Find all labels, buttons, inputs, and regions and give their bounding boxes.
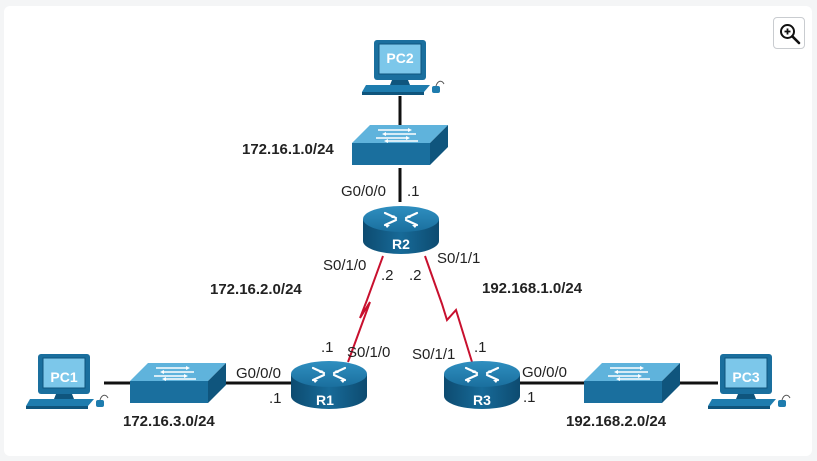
- switch-r1-lan: [129, 362, 227, 404]
- if-r2-s010: S0/1/0: [323, 257, 366, 274]
- if-r2-s010-host: .2: [381, 267, 394, 284]
- if-r2-g000-host: .1: [407, 183, 420, 200]
- if-r1-g000: G0/0/0: [236, 365, 281, 382]
- r1-label: R1: [316, 392, 334, 408]
- pc2-label: PC2: [386, 50, 413, 66]
- router-r1: R1: [289, 359, 369, 411]
- switch-r3-lan: [583, 362, 681, 404]
- if-r2-s011: S0/1/1: [437, 250, 480, 267]
- if-r1-s010: S0/1/0: [347, 344, 390, 361]
- net-lan-r3: 192.168.2.0/24: [566, 413, 667, 430]
- serial-r2-r3: [424, 255, 473, 363]
- ethernet-cables: [104, 96, 718, 385]
- pc1: PC1: [25, 353, 109, 410]
- zoom-in-icon: [780, 24, 801, 45]
- net-link-r2-r3: 192.168.1.0/24: [482, 280, 583, 297]
- zoom-in-button[interactable]: [773, 17, 805, 49]
- if-r3-g000-host: .1: [523, 389, 536, 406]
- r3-label: R3: [473, 392, 491, 408]
- pc3-label: PC3: [732, 369, 759, 385]
- serial-links: [347, 255, 473, 363]
- router-r3: R3: [442, 359, 522, 411]
- net-lan-r1: 172.16.3.0/24: [123, 413, 215, 430]
- if-r3-s011-host: .1: [474, 339, 487, 356]
- pc1-label: PC1: [50, 369, 77, 385]
- if-r2-g000: G0/0/0: [341, 183, 386, 200]
- net-lan-r2: 172.16.1.0/24: [242, 141, 334, 158]
- pc3: PC3: [707, 353, 791, 410]
- if-r3-g000: G0/0/0: [522, 364, 567, 381]
- pc2: PC2: [361, 39, 445, 96]
- switch-r2-lan: [351, 124, 449, 166]
- if-r1-s010-host: .1: [321, 339, 334, 356]
- if-r2-s011-host: .2: [409, 267, 422, 284]
- if-r1-g000-host: .1: [269, 390, 282, 407]
- serial-r1-r2: [347, 255, 384, 363]
- net-link-r1-r2: 172.16.2.0/24: [210, 281, 302, 298]
- if-r3-s011: S0/1/1: [412, 346, 455, 363]
- router-r2: R2: [361, 204, 441, 256]
- r2-label: R2: [392, 236, 410, 252]
